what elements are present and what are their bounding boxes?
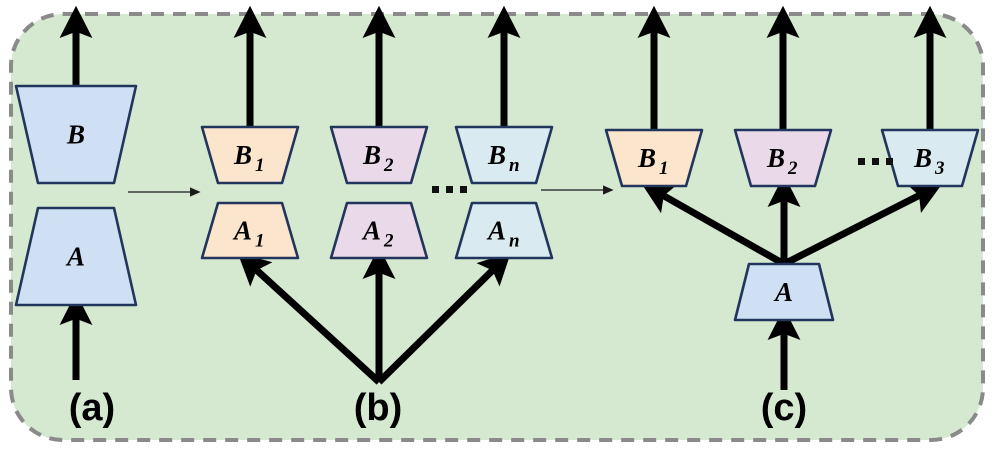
box-an[interactable] bbox=[454, 201, 554, 260]
panel-caption-b: (b) bbox=[354, 387, 403, 429]
box-c-b1-label: B bbox=[637, 143, 656, 173]
panel-captions: (a) (b) (c) bbox=[69, 387, 807, 429]
ellipsis-c-dot bbox=[872, 158, 879, 165]
box-c-a-label: A bbox=[773, 277, 793, 307]
box-c-b2-label: B bbox=[766, 143, 785, 173]
box-b2[interactable] bbox=[329, 125, 429, 185]
box-c-a[interactable] bbox=[733, 262, 835, 322]
panel-caption-a: (a) bbox=[69, 387, 115, 429]
box-b1[interactable] bbox=[200, 125, 300, 185]
box-c-b2-subscript: 2 bbox=[787, 158, 798, 179]
box-c-b3-label: B bbox=[913, 143, 932, 173]
box-c-b2[interactable] bbox=[733, 128, 833, 188]
box-b2-label: B bbox=[362, 140, 381, 170]
box-bn[interactable] bbox=[454, 125, 554, 185]
box-c-b3-subscript: 3 bbox=[934, 158, 945, 179]
box-b1-label: B bbox=[233, 140, 252, 170]
box-c-b1-subscript: 1 bbox=[659, 158, 669, 179]
box-a2[interactable] bbox=[329, 201, 429, 260]
box-b-label: B bbox=[66, 120, 85, 150]
box-a2-label: A bbox=[361, 216, 381, 246]
panel-caption-c: (c) bbox=[761, 387, 807, 429]
ellipsis-b-dot bbox=[446, 186, 453, 193]
box-a2-subscript: 2 bbox=[383, 231, 394, 252]
box-bn-label: B bbox=[487, 140, 506, 170]
box-a1[interactable] bbox=[200, 201, 300, 260]
box-a[interactable] bbox=[14, 206, 138, 307]
box-bn-subscript: n bbox=[509, 155, 520, 176]
ellipsis-c-dot bbox=[858, 158, 865, 165]
ellipsis-b-dot bbox=[432, 186, 439, 193]
ellipsis-c-dot bbox=[886, 158, 893, 165]
feed-arrow-c-b3 bbox=[782, 183, 943, 268]
feed-arrow-c-b1 bbox=[641, 183, 786, 268]
inter-panel-connectors bbox=[128, 185, 614, 197]
box-an-subscript: n bbox=[509, 231, 520, 252]
box-b[interactable] bbox=[14, 84, 138, 185]
ellipsis-b-dot bbox=[460, 186, 467, 193]
box-a1-subscript: 1 bbox=[255, 231, 265, 252]
box-an-label: A bbox=[486, 216, 506, 246]
box-b1-subscript: 1 bbox=[255, 155, 265, 176]
box-a-label: A bbox=[65, 242, 85, 272]
box-c-b1[interactable] bbox=[604, 128, 704, 188]
box-b2-subscript: 2 bbox=[383, 155, 394, 176]
panel-a: BA bbox=[14, 5, 138, 380]
feed-arrow-an bbox=[376, 252, 511, 385]
box-c-b3[interactable] bbox=[880, 128, 980, 188]
box-a1-label: A bbox=[232, 216, 252, 246]
feed-arrow-a1 bbox=[237, 252, 382, 385]
